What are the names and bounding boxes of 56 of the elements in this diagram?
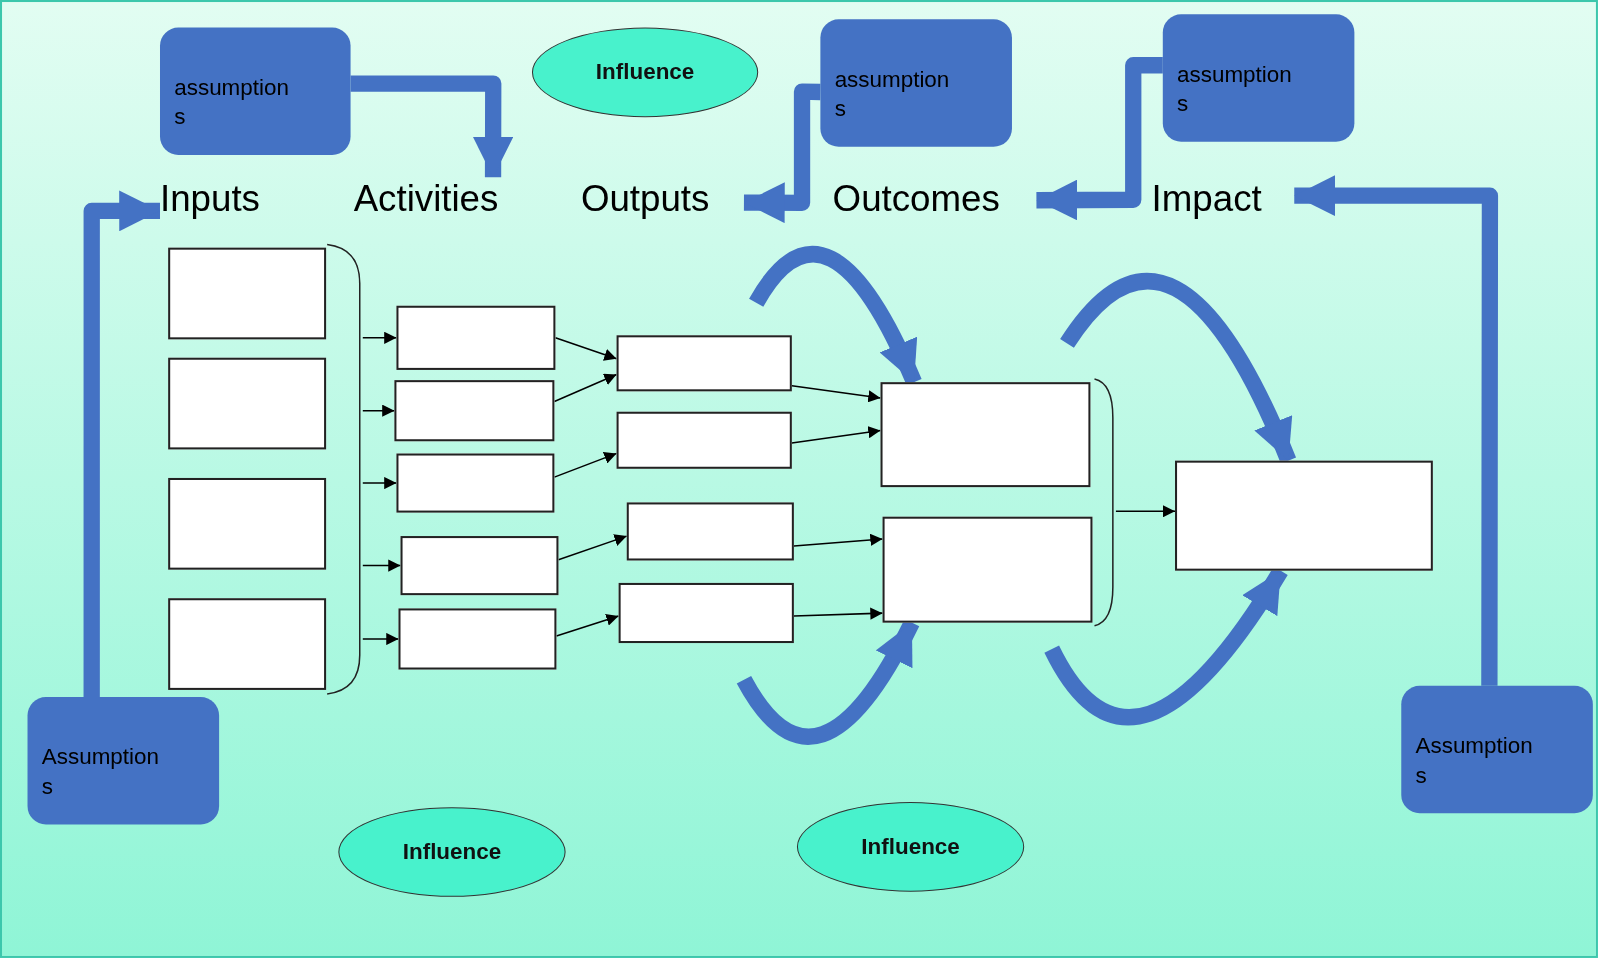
empty-box <box>616 411 792 469</box>
empty-box <box>882 516 1093 623</box>
empty-box <box>168 598 327 690</box>
empty-box <box>396 453 555 513</box>
empty-box <box>168 247 327 340</box>
arrow <box>362 476 398 490</box>
box-label: Assumption s <box>41 742 160 801</box>
empty-box <box>400 536 559 596</box>
bracket <box>326 242 363 697</box>
arrow <box>793 607 884 620</box>
assumption-box <box>27 697 220 825</box>
arrow <box>362 632 400 646</box>
column-heading: Activities <box>353 177 538 224</box>
box-label: Assumption s <box>1415 731 1534 790</box>
arrow <box>1115 505 1176 518</box>
empty-box <box>394 380 555 442</box>
assumption-box <box>1401 685 1593 814</box>
ellipse-label: Influence <box>861 833 960 861</box>
curved-arrow <box>350 75 514 178</box>
arrow <box>793 533 884 547</box>
empty-box <box>168 477 327 570</box>
arrow <box>362 559 402 572</box>
empty-box <box>880 382 1091 488</box>
assumption-box <box>1162 14 1355 142</box>
column-heading: Inputs <box>160 177 288 224</box>
column-heading: Outcomes <box>832 177 1037 224</box>
empty-box <box>396 305 556 370</box>
arrow <box>362 331 398 344</box>
arrow <box>557 534 628 561</box>
assumption-box <box>820 19 1012 147</box>
arrow <box>791 426 882 444</box>
assumption-box <box>160 27 351 155</box>
box-label: assumption s <box>834 65 951 124</box>
empty-box <box>626 502 794 561</box>
empty-box <box>616 335 792 392</box>
ellipse-label: Influence <box>402 838 502 866</box>
box-label: assumption s <box>1177 60 1293 119</box>
empty-box <box>168 357 327 450</box>
curved-arrow <box>1036 57 1163 221</box>
arrow <box>553 373 618 403</box>
column-heading: Outputs <box>580 177 744 224</box>
arrow <box>553 452 618 478</box>
empty-box <box>618 582 794 644</box>
ellipse-label: Influence <box>595 59 695 86</box>
arrow <box>791 384 882 403</box>
empty-box <box>398 608 557 670</box>
empty-box <box>1175 460 1433 571</box>
box-label: assumption s <box>174 73 290 132</box>
curved-arrow <box>83 190 160 698</box>
curved-arrow <box>743 83 821 224</box>
bracket <box>1093 377 1116 628</box>
column-heading: Impact <box>1151 177 1295 224</box>
arrow <box>554 337 618 361</box>
arrow <box>362 404 396 417</box>
curved-arrow <box>1294 175 1499 686</box>
arrow <box>555 613 620 637</box>
